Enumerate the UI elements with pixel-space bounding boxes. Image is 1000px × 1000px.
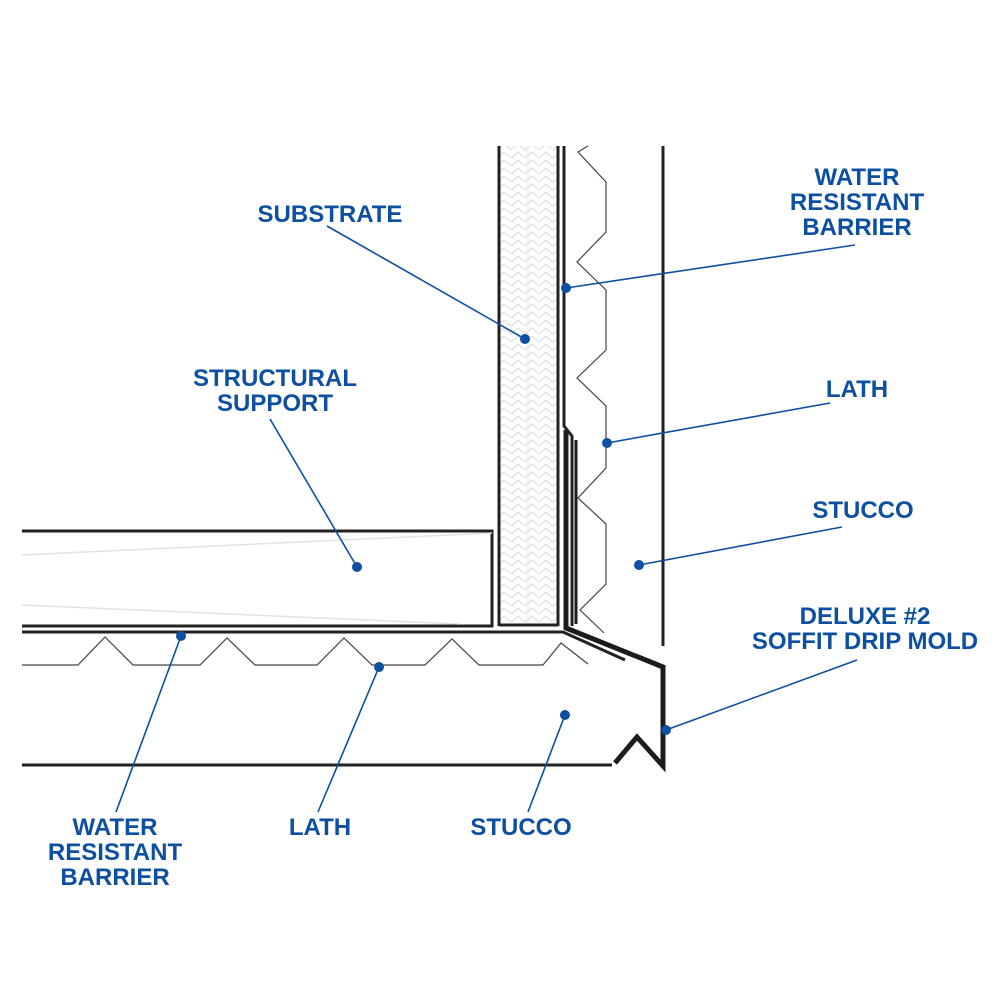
leader-stucco-right xyxy=(638,526,843,566)
label-soffit-drip-mold: DELUXE #2 SOFFIT DRIP MOLD xyxy=(751,603,979,655)
label-stucco-right: STUCCO xyxy=(812,497,914,524)
label-lath-bottom: LATH xyxy=(288,814,352,841)
leader-dot-stucco-bottom xyxy=(560,710,570,720)
structural-support xyxy=(21,529,494,628)
leader-drip-mold xyxy=(665,659,858,731)
leader-structural-support xyxy=(269,418,358,568)
leader-dot-wrb-bottom xyxy=(176,631,186,641)
label-water-resistant-barrier-top: WATER RESISTANT BARRIER xyxy=(789,164,925,241)
label-lath-right: LATH xyxy=(825,376,889,403)
leader-lath-right xyxy=(606,402,831,444)
leader-dot-structural-support xyxy=(352,562,362,572)
leader-wrb-bottom xyxy=(115,635,182,813)
leader-dot-lath-right xyxy=(602,438,612,448)
label-water-resistant-barrier-bottom: WATER RESISTANT BARRIER xyxy=(47,814,183,891)
soffit-drip-mold xyxy=(563,430,666,773)
label-substrate: SUBSTRATE xyxy=(257,201,403,228)
leader-dot-substrate xyxy=(520,334,530,344)
leader-dot-drip-mold xyxy=(661,725,671,735)
leader-substrate xyxy=(326,225,526,340)
leader-dot-lath-bottom xyxy=(374,662,384,672)
leader-dot-stucco-right xyxy=(634,560,644,570)
leader-dot-wrb-top xyxy=(561,283,571,293)
label-structural-support: STRUCTURAL SUPPORT xyxy=(193,365,357,417)
leader-lath-bottom xyxy=(317,666,380,813)
lath-vertical xyxy=(576,145,607,634)
label-stucco-bottom: STUCCO xyxy=(470,814,572,841)
leader-wrb-top xyxy=(565,244,856,289)
leader-stucco-bottom xyxy=(527,714,566,813)
leaders xyxy=(115,225,858,813)
lath-horizontal xyxy=(22,636,589,666)
substrate xyxy=(497,146,560,627)
